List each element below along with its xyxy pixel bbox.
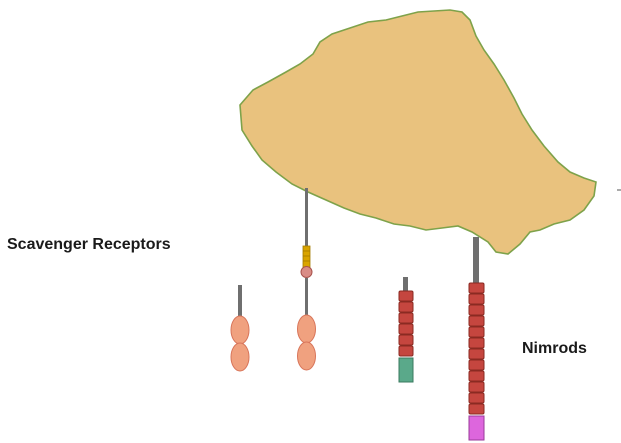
receptor-1-lobe-lower bbox=[231, 343, 249, 371]
cell-blob bbox=[240, 10, 596, 254]
receptor-2-ball bbox=[301, 267, 312, 278]
receptor-2-lobe-lower bbox=[298, 342, 316, 370]
nimrod-1-tail bbox=[399, 358, 413, 382]
receptor-2-lobe-upper bbox=[298, 315, 316, 343]
receptor-2-upper-stalk bbox=[305, 188, 308, 246]
nimrod-2 bbox=[469, 237, 484, 440]
nimrod-2-stalk bbox=[473, 237, 479, 283]
nimrods-label: Nimrods bbox=[522, 340, 587, 358]
receptor-1-stalk bbox=[238, 285, 242, 317]
receptor-2-coil bbox=[303, 246, 310, 268]
nimrod-1 bbox=[399, 277, 413, 382]
nimrod-2-tail bbox=[469, 416, 484, 440]
scavenger-receptor-2 bbox=[298, 188, 316, 370]
nimrod-1-repeats bbox=[399, 291, 413, 356]
nimrod-1-stalk bbox=[403, 277, 408, 291]
scavenger-receptor-1 bbox=[231, 285, 249, 371]
receptor-2-lower-stalk bbox=[305, 278, 308, 316]
receptor-1-lobe-upper bbox=[231, 316, 249, 344]
scavenger-receptors-label: Scavenger Receptors bbox=[7, 236, 171, 254]
nimrod-2-repeats bbox=[469, 283, 484, 414]
